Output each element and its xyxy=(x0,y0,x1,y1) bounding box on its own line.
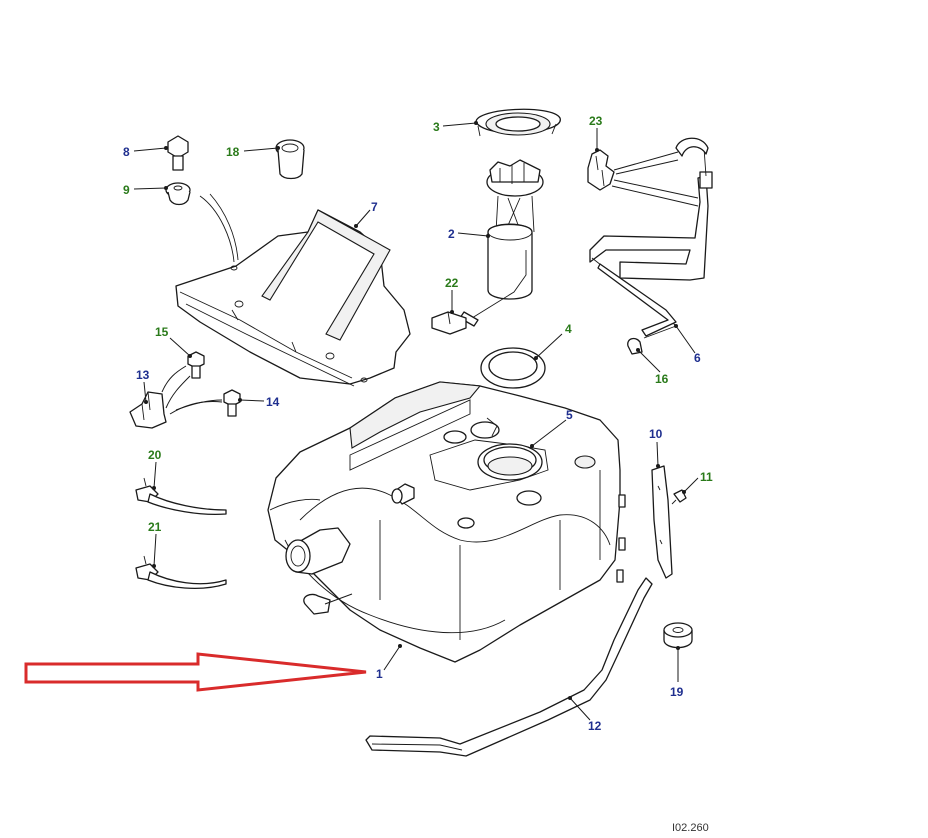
part-lock-ring[interactable] xyxy=(475,108,561,137)
figure-reference-code: I02.260 xyxy=(672,822,709,834)
part-cable-tie-21[interactable] xyxy=(135,555,227,589)
callout-label-8[interactable]: 8 xyxy=(123,145,130,159)
part-connector[interactable] xyxy=(431,311,467,335)
callout-label-1[interactable]: 1 xyxy=(376,667,383,681)
callout-label-22[interactable]: 22 xyxy=(445,276,459,290)
callout-label-21[interactable]: 21 xyxy=(148,520,162,534)
part-mounting-bracket[interactable] xyxy=(129,391,167,429)
callout-label-4[interactable]: 4 xyxy=(565,322,572,336)
part-seal-fitted[interactable] xyxy=(477,443,543,481)
part-fuel-tank[interactable] xyxy=(267,381,626,663)
part-bush[interactable] xyxy=(275,139,305,180)
callout-label-3[interactable]: 3 xyxy=(433,120,440,134)
part-tank-strap[interactable] xyxy=(365,577,653,757)
callout-label-12[interactable]: 12 xyxy=(588,719,602,733)
part-bolt-15[interactable] xyxy=(187,351,205,379)
callout-label-9[interactable]: 9 xyxy=(123,183,130,197)
part-fuel-pump[interactable] xyxy=(459,159,544,327)
callout-label-2[interactable]: 2 xyxy=(448,227,455,241)
part-grommet[interactable] xyxy=(165,182,191,206)
callout-label-5[interactable]: 5 xyxy=(566,408,573,422)
callout-label-14[interactable]: 14 xyxy=(266,395,280,409)
part-rubber-mount[interactable] xyxy=(663,622,693,649)
part-bolt[interactable] xyxy=(167,135,189,171)
callout-leaders xyxy=(133,121,699,721)
callout-label-23[interactable]: 23 xyxy=(589,114,603,128)
part-cable-tie-20[interactable] xyxy=(135,477,227,516)
part-vent-pipe[interactable] xyxy=(589,137,713,339)
callout-label-15[interactable]: 15 xyxy=(155,325,169,339)
callout-label-20[interactable]: 20 xyxy=(148,448,162,462)
highlight-arrow xyxy=(24,652,367,692)
part-seal[interactable] xyxy=(480,347,546,389)
callout-label-18[interactable]: 18 xyxy=(226,145,240,159)
callout-label-6[interactable]: 6 xyxy=(694,351,701,365)
callout-label-7[interactable]: 7 xyxy=(371,200,378,214)
callout-label-13[interactable]: 13 xyxy=(136,368,150,382)
part-rollover-valve[interactable] xyxy=(587,149,699,207)
part-heat-shield[interactable] xyxy=(175,193,411,387)
callout-label-10[interactable]: 10 xyxy=(649,427,663,441)
part-strap-bracket[interactable] xyxy=(651,465,673,579)
part-bolt-14[interactable] xyxy=(223,389,241,417)
callout-label-19[interactable]: 19 xyxy=(670,685,684,699)
callout-label-11[interactable]: 11 xyxy=(700,470,713,484)
callout-label-16[interactable]: 16 xyxy=(655,372,669,386)
